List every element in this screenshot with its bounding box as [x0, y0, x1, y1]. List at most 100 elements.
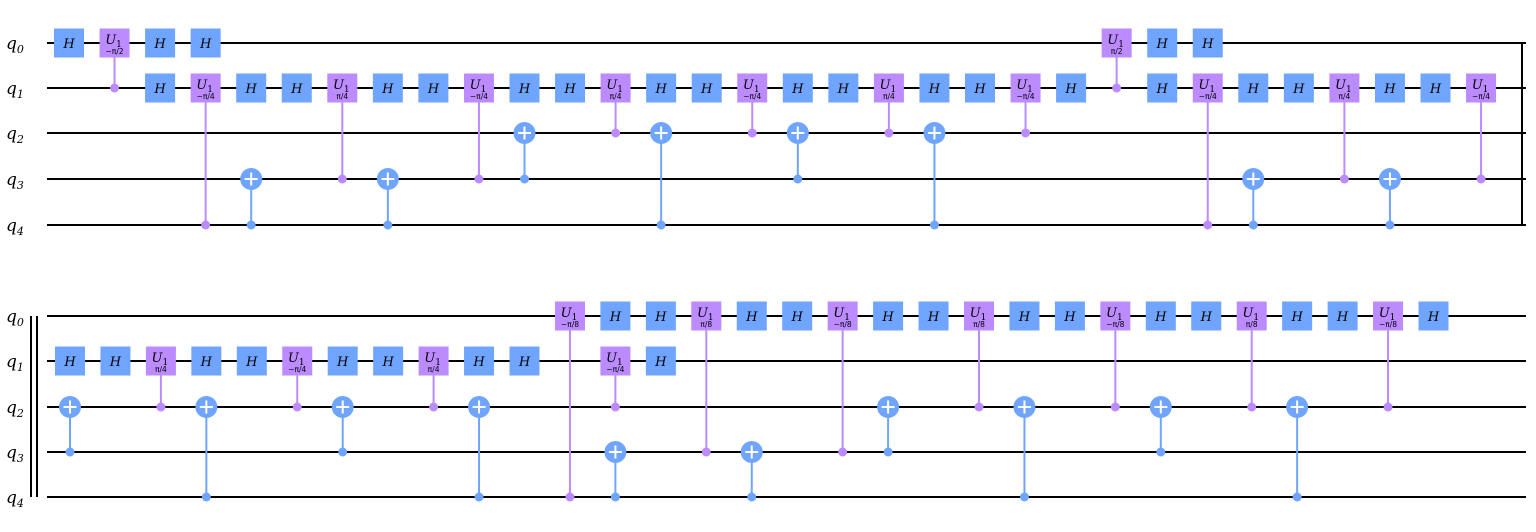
- control-dot: [838, 447, 848, 457]
- hadamard-gate: [1054, 301, 1085, 331]
- hadamard-gate-label: H: [1383, 82, 1396, 97]
- cnot-control-dot: [338, 447, 348, 457]
- cnot-control-dot: [1156, 447, 1166, 457]
- qubit-label-q0: q0: [6, 34, 24, 56]
- hadamard-gate-label: H: [153, 82, 166, 97]
- hadamard-gate: [191, 346, 222, 376]
- u1-gate: [1329, 73, 1360, 103]
- hadamard-gate-label: H: [1200, 310, 1213, 325]
- hadamard-gate: [100, 346, 131, 376]
- hadamard-gate: [418, 73, 449, 103]
- u1-gate: [190, 73, 221, 103]
- u1-gate: [418, 346, 449, 376]
- hadamard-gate: [782, 73, 813, 103]
- control-dot: [474, 174, 484, 184]
- hadamard-gate-label: H: [336, 355, 349, 370]
- control-dot: [747, 128, 757, 138]
- hadamard-gate-label: H: [1156, 82, 1169, 97]
- hadamard-gate: [645, 346, 676, 376]
- hadamard-gate: [1191, 301, 1222, 331]
- hadamard-gate-label: H: [62, 37, 75, 52]
- control-dot: [1247, 402, 1257, 412]
- control-dot: [974, 402, 984, 412]
- hadamard-gate-label: H: [1064, 82, 1077, 97]
- control-dot: [429, 402, 439, 412]
- qubit-label-q4: q4: [6, 488, 24, 510]
- hadamard-gate: [965, 73, 995, 103]
- hadamard-gate-label: H: [109, 355, 122, 370]
- hadamard-gate: [646, 73, 677, 103]
- control-dot: [110, 83, 120, 93]
- hadamard-gate: [873, 301, 904, 331]
- control-dot: [1476, 174, 1486, 184]
- control-dot: [1110, 402, 1120, 412]
- hadamard-gate-label: H: [518, 82, 531, 97]
- cnot-control-dot: [1292, 492, 1302, 502]
- hadamard-gate-label: H: [427, 82, 440, 97]
- u1-gate-parameter: −π/8: [561, 320, 579, 329]
- qubit-label-q2: q2: [6, 124, 24, 146]
- u1-gate: [1101, 28, 1132, 58]
- control-dot: [884, 128, 894, 138]
- hadamard-gate: [1056, 73, 1087, 103]
- u1-gate-parameter: −π/8: [1379, 320, 1397, 329]
- hadamard-gate: [373, 346, 404, 376]
- control-dot: [565, 492, 575, 502]
- u1-gate-parameter: π/8: [973, 320, 985, 329]
- cnot-control-dot: [1019, 492, 1029, 502]
- hadamard-gate: [1327, 301, 1358, 331]
- cnot-control-dot: [793, 174, 803, 184]
- control-dot: [337, 174, 347, 184]
- hadamard-gate: [236, 73, 267, 103]
- hadamard-gate: [1192, 28, 1223, 58]
- hadamard-gate-label: H: [745, 310, 758, 325]
- u1-gate-parameter: π/4: [428, 365, 440, 374]
- control-dot: [292, 402, 302, 412]
- control-dot: [1021, 128, 1031, 138]
- u1-gate-parameter: π/2: [1111, 47, 1123, 56]
- control-dot: [1383, 402, 1393, 412]
- hadamard-gate-label: H: [245, 355, 258, 370]
- cnot-control-dot: [201, 492, 211, 502]
- hadamard-gate-label: H: [973, 82, 986, 97]
- u1-gate: [600, 73, 631, 103]
- hadamard-gate: [1238, 73, 1269, 103]
- hadamard-gate-label: H: [200, 355, 213, 370]
- hadamard-gate-label: H: [381, 82, 394, 97]
- control-dot: [611, 128, 621, 138]
- hadamard-gate-label: H: [1201, 37, 1214, 52]
- u1-gate-parameter: −π/4: [1199, 92, 1217, 101]
- u1-gate-parameter: −π/4: [288, 365, 306, 374]
- hadamard-gate-label: H: [654, 82, 667, 97]
- hadamard-gate: [236, 346, 267, 376]
- hadamard-gate: [372, 73, 403, 103]
- hadamard-gate-label: H: [791, 310, 804, 325]
- hadamard-gate-label: H: [1247, 82, 1260, 97]
- u1-gate: [554, 301, 585, 331]
- hadamard-gate: [1420, 73, 1451, 103]
- hadamard-gate: [782, 301, 813, 331]
- u1-gate: [964, 301, 994, 331]
- hadamard-gate: [1283, 73, 1314, 103]
- hadamard-gate-label: H: [791, 82, 804, 97]
- hadamard-gate: [691, 73, 722, 103]
- hadamard-gate: [509, 73, 540, 103]
- hadamard-gate-label: H: [1336, 310, 1349, 325]
- hadamard-gate-label: H: [199, 37, 212, 52]
- qubit-label-q3: q3: [6, 443, 24, 465]
- hadamard-gate: [1374, 73, 1405, 103]
- hadamard-gate: [190, 28, 221, 58]
- hadamard-gate: [54, 28, 84, 58]
- cnot-control-dot: [929, 220, 939, 230]
- hadamard-gate: [736, 301, 767, 331]
- cnot-control-dot: [246, 220, 256, 230]
- u1-gate: [600, 346, 631, 376]
- u1-gate: [737, 73, 768, 103]
- u1-gate-parameter: −π/8: [834, 320, 852, 329]
- hadamard-gate-label: H: [1427, 310, 1440, 325]
- u1-gate: [282, 346, 313, 376]
- hadamard-gate: [1009, 301, 1040, 331]
- control-dot: [156, 402, 166, 412]
- hadamard-gate: [145, 73, 176, 103]
